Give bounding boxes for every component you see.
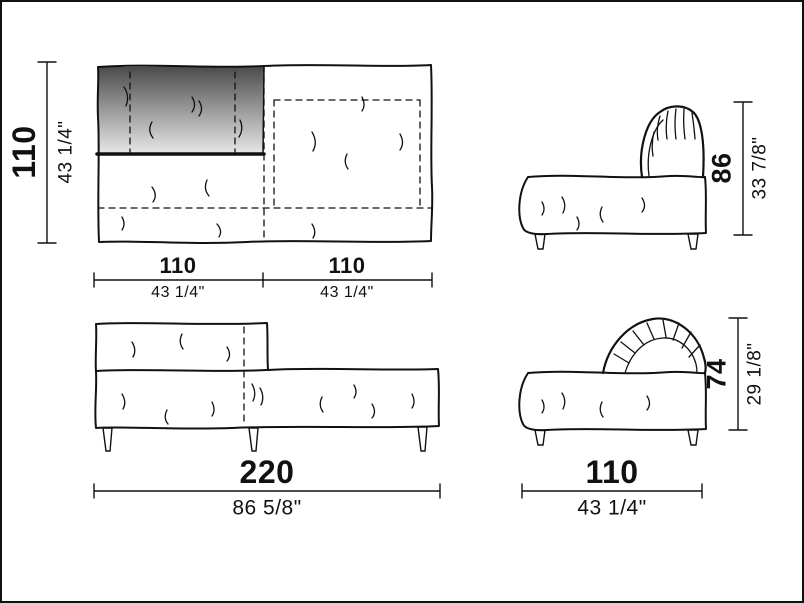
dim-top-view-widths-line — [93, 272, 433, 288]
side-down-folded-backrest-inner — [624, 337, 698, 374]
side-up-height-in-label: 33 7/8" — [749, 136, 771, 200]
side-down-depth-cm-label: 110 — [585, 454, 639, 490]
side-down-backrest-hatching — [613, 319, 701, 364]
side-up-backrest-hatching — [651, 108, 696, 157]
front-left-leg — [102, 427, 113, 452]
top-view-right-width-in-label: 43 1/4" — [320, 284, 374, 301]
top-view-outline — [96, 64, 434, 244]
side-up-base-outline — [518, 174, 707, 236]
side-up-right-leg — [687, 233, 699, 250]
side-up-backrest-outline — [639, 105, 705, 179]
top-view-dashed-lines — [97, 65, 433, 243]
side-down-fabric-wrinkles — [541, 392, 651, 418]
sofa-front-view-drawing — [94, 322, 440, 452]
dim-side-down-depth-line — [521, 483, 703, 499]
top-view-right-width-cm-label: 110 — [328, 253, 366, 278]
dim-front-width-line — [93, 483, 441, 499]
side-down-left-leg — [534, 429, 546, 446]
dim-side-down-height-line — [728, 317, 748, 431]
front-view-fabric-wrinkles — [121, 333, 415, 425]
side-up-backrest-seam — [647, 119, 664, 177]
side-down-depth-in-label: 43 1/4" — [577, 496, 647, 520]
sofa-side-view-backrest-up-drawing — [518, 105, 707, 250]
sofa-side-view-backrest-down-drawing — [518, 317, 707, 446]
front-middle-leg — [248, 427, 259, 452]
front-right-leg — [417, 426, 428, 452]
front-view-outline — [94, 322, 440, 430]
top-view-left-width-in-label: 43 1/4" — [151, 284, 205, 301]
front-view-seat-line — [95, 369, 268, 372]
sofa-top-view-drawing — [95, 64, 434, 244]
top-view-left-width-cm-label: 110 — [159, 253, 197, 278]
side-down-base-outline — [518, 370, 707, 432]
side-up-height-cm-label: 86 — [706, 152, 737, 184]
dimension-lines — [37, 61, 753, 499]
side-down-folded-backrest-outer — [601, 317, 707, 375]
top-view-height-cm-label: 110 — [6, 125, 42, 179]
dim-side-up-height-line — [733, 101, 753, 236]
side-down-right-leg — [687, 429, 699, 446]
side-up-left-leg — [534, 233, 546, 250]
dim-top-view-height-line — [37, 61, 57, 244]
top-view-fabric-wrinkles — [121, 86, 404, 239]
side-down-height-cm-label: 74 — [701, 358, 732, 390]
side-down-height-in-label: 29 1/8" — [744, 342, 766, 406]
backrest-shaded-area — [98, 66, 264, 154]
front-width-in-label: 86 5/8" — [232, 496, 302, 520]
top-view-height-in-label: 43 1/4" — [55, 120, 77, 184]
side-up-fabric-wrinkles — [541, 196, 646, 231]
front-width-cm-label: 220 — [239, 454, 295, 490]
